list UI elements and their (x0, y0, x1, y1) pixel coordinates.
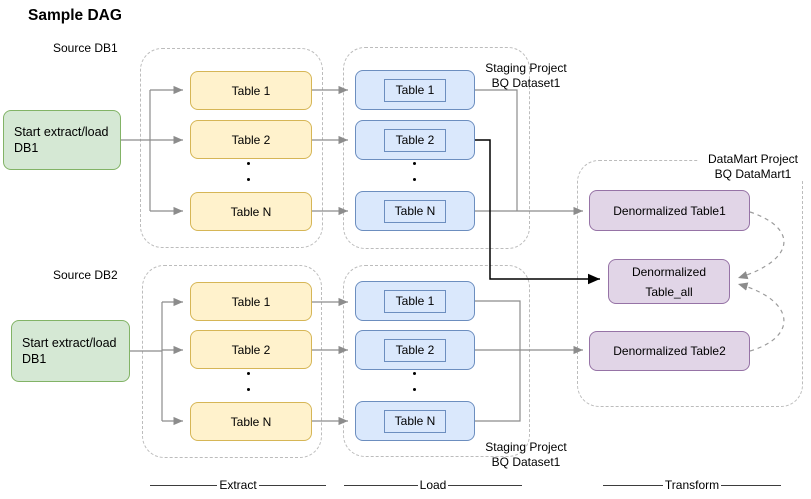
table-label: Table 2 (231, 132, 271, 147)
stage-rule-right (258, 484, 326, 486)
dot: . (413, 162, 416, 165)
staging-label-line2: BQ Dataset1 (491, 75, 561, 90)
table-label: Table 2 (395, 343, 435, 357)
dot: . (247, 388, 250, 391)
db2-staging-project-label: Staging Project BQ Dataset1 (478, 440, 574, 469)
table-label: Table 1 (395, 83, 435, 97)
table-label-line1: Denormalized (631, 264, 707, 279)
stage-transform: Transform (603, 477, 782, 493)
stage-rule-left (150, 484, 218, 486)
stage-load: Load (344, 477, 523, 493)
ellipsis-dots: . . (247, 162, 250, 181)
denormalized-table2-node: Denormalized Table2 (589, 331, 750, 371)
db1-load-table-n: Table N (355, 191, 475, 231)
start-node-line1: Start extract/load (14, 125, 109, 139)
staging-label-line1: Staging Project (485, 440, 567, 454)
inner-table-rect: Table 1 (384, 289, 446, 313)
stage-rule-right (448, 484, 523, 486)
table-label: Table 2 (395, 133, 435, 147)
stage-rule-left (344, 484, 418, 486)
dot: . (413, 178, 416, 181)
stage-rule-left (603, 484, 663, 486)
datamart-label-line1: DataMart Project (707, 152, 799, 166)
start-extract-load-db2-node: Start extract/load DB1 (11, 320, 130, 382)
table-label: Table 1 (231, 83, 271, 98)
denormalized-table1-node: Denormalized Table1 (589, 190, 750, 231)
db2-extract-table-1: Table 1 (190, 282, 312, 321)
source-db2-label: Source DB2 (53, 268, 118, 282)
db2-load-table-1: Table 1 (355, 281, 475, 321)
table-label: Table 1 (231, 294, 271, 309)
staging-label-line2: BQ Dataset1 (491, 454, 561, 469)
db2-load-table-n: Table N (355, 401, 475, 441)
table-label: Table 1 (395, 294, 435, 308)
table-label-line2: Table_all (645, 284, 693, 299)
table-label: Table N (394, 414, 436, 428)
dot: . (413, 372, 416, 375)
db2-extract-table-n: Table N (190, 402, 312, 441)
ellipsis-dots: . . (247, 372, 250, 391)
db1-load-table-1: Table 1 (355, 70, 475, 110)
db2-load-table-2: Table 2 (355, 330, 475, 370)
table-label: Table N (394, 204, 436, 218)
staging-label-line1: Staging Project (485, 61, 567, 75)
start-extract-load-db1-node: Start extract/load DB1 (3, 110, 121, 170)
datamart-group (577, 160, 803, 407)
table-label: Denormalized Table1 (613, 203, 726, 218)
start-node-line2: DB1 (14, 141, 39, 155)
inner-table-rect: Table 2 (384, 128, 446, 152)
inner-table-rect: Table 2 (384, 338, 446, 362)
table-label: Table N (230, 414, 272, 429)
db1-extract-table-1: Table 1 (190, 71, 312, 110)
db1-staging-project-label: Staging Project BQ Dataset1 (478, 61, 574, 90)
stage-label: Load (419, 478, 447, 492)
db1-load-table-2: Table 2 (355, 120, 475, 160)
source-db1-label: Source DB1 (53, 41, 118, 55)
datamart-project-label: DataMart Project BQ DataMart1 (698, 152, 808, 181)
start-node-line1: Start extract/load (22, 336, 117, 350)
stage-extract: Extract (150, 477, 326, 493)
db2-load-group (343, 265, 530, 457)
start-node-line2: DB1 (22, 352, 47, 366)
denormalized-table-all-node: Denormalized Table_all (608, 259, 730, 304)
db1-extract-table-n: Table N (190, 192, 312, 231)
db1-extract-table-2: Table 2 (190, 120, 312, 159)
datamart-label-line2: BQ DataMart1 (714, 166, 792, 181)
table-label: Denormalized Table2 (613, 344, 726, 358)
table-label: Table N (230, 204, 272, 219)
stage-label: Extract (219, 478, 257, 492)
dot: . (247, 178, 250, 181)
dot: . (247, 372, 250, 375)
stage-rule-right (721, 484, 782, 486)
db2-extract-table-2: Table 2 (190, 330, 312, 369)
inner-table-rect: Table N (384, 199, 446, 223)
inner-table-rect: Table 1 (384, 78, 446, 102)
inner-table-rect: Table N (384, 409, 446, 433)
dot: . (247, 162, 250, 165)
ellipsis-dots: . . (413, 372, 416, 391)
page-title: Sample DAG (28, 7, 122, 24)
table-label: Table 2 (231, 342, 271, 357)
stage-label: Transform (664, 478, 720, 492)
dot: . (413, 388, 416, 391)
ellipsis-dots: . . (413, 162, 416, 181)
